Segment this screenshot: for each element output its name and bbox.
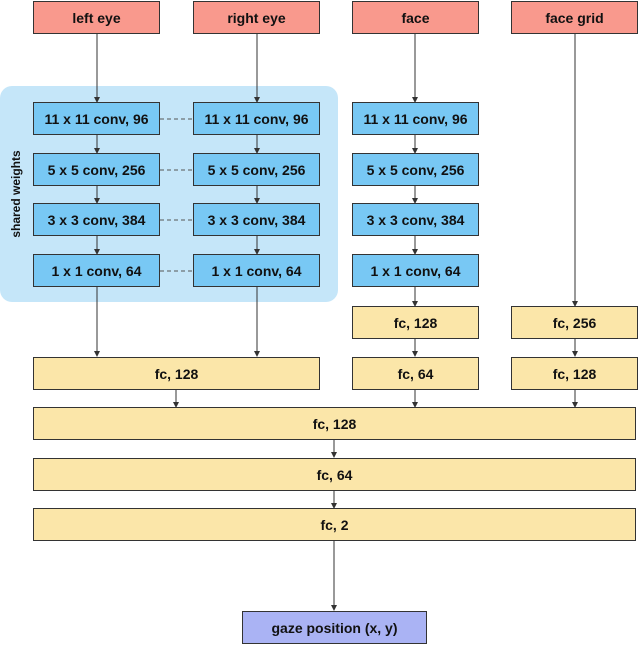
eyes-fc: fc, 128 bbox=[33, 357, 320, 390]
left-eye-conv-1: 11 x 11 conv, 96 bbox=[33, 102, 160, 135]
face-conv-4: 1 x 1 conv, 64 bbox=[352, 254, 479, 287]
merged-fc-1: fc, 128 bbox=[33, 407, 636, 440]
face-fc-2: fc, 64 bbox=[352, 357, 479, 390]
face-grid-fc-2: fc, 128 bbox=[511, 357, 638, 390]
face-conv-2: 5 x 5 conv, 256 bbox=[352, 153, 479, 186]
input-right-eye: right eye bbox=[193, 1, 320, 34]
right-eye-conv-2: 5 x 5 conv, 256 bbox=[193, 153, 320, 186]
input-left-eye: left eye bbox=[33, 1, 160, 34]
right-eye-conv-4: 1 x 1 conv, 64 bbox=[193, 254, 320, 287]
input-face-grid: face grid bbox=[511, 1, 638, 34]
face-conv-1: 11 x 11 conv, 96 bbox=[352, 102, 479, 135]
face-conv-3: 3 x 3 conv, 384 bbox=[352, 203, 479, 236]
right-eye-conv-3: 3 x 3 conv, 384 bbox=[193, 203, 320, 236]
input-face: face bbox=[352, 1, 479, 34]
face-grid-fc-1: fc, 256 bbox=[511, 306, 638, 339]
left-eye-conv-4: 1 x 1 conv, 64 bbox=[33, 254, 160, 287]
merged-fc-3: fc, 2 bbox=[33, 508, 636, 541]
right-eye-conv-1: 11 x 11 conv, 96 bbox=[193, 102, 320, 135]
merged-fc-2: fc, 64 bbox=[33, 458, 636, 491]
output-gaze-position: gaze position (x, y) bbox=[242, 611, 427, 644]
face-fc-1: fc, 128 bbox=[352, 306, 479, 339]
left-eye-conv-3: 3 x 3 conv, 384 bbox=[33, 203, 160, 236]
left-eye-conv-2: 5 x 5 conv, 256 bbox=[33, 153, 160, 186]
